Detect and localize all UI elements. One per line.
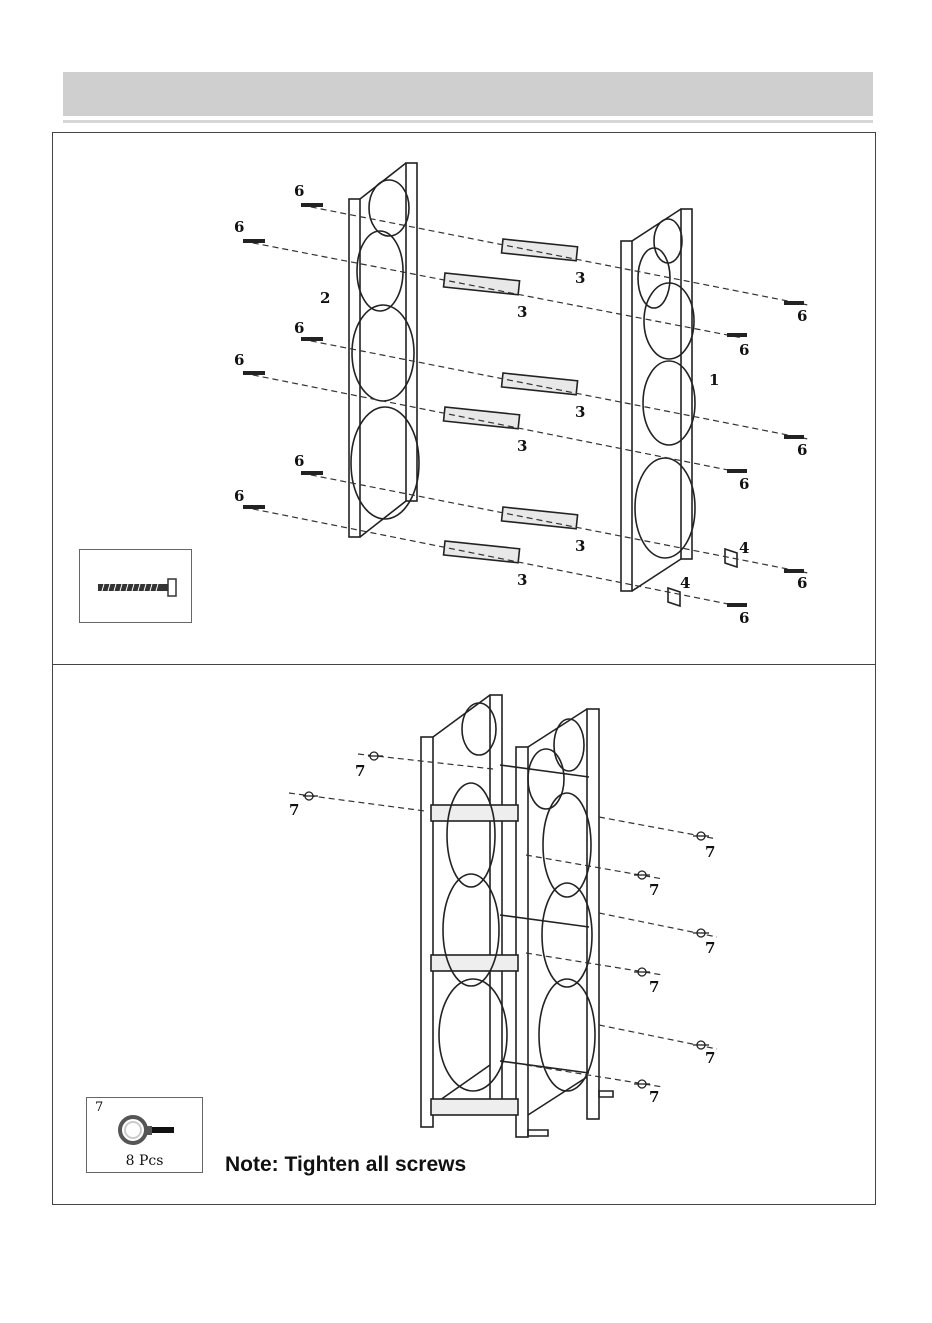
label-part-3: 3	[517, 437, 527, 455]
label-part-3: 3	[575, 537, 585, 555]
label-part-7: 7	[705, 1049, 715, 1067]
label-part-6: 6	[234, 487, 244, 505]
label-part-7: 7	[649, 1088, 659, 1106]
side-frame-right	[621, 209, 695, 591]
label-part-4: 4	[739, 539, 749, 557]
label-part-6: 6	[234, 351, 244, 369]
hardware-quantity: 8 Pcs	[87, 1153, 202, 1169]
side-frame-left	[349, 163, 419, 537]
bolts-part-6	[243, 203, 804, 607]
label-part-7: 7	[289, 801, 299, 819]
label-part-6: 6	[234, 218, 244, 236]
label-part-6: 6	[797, 574, 807, 592]
label-part-6: 6	[739, 341, 749, 359]
label-part-7: 7	[649, 881, 659, 899]
label-part-6: 6	[739, 475, 749, 493]
label-part-1: 1	[709, 371, 719, 389]
step-1-panel: 6 6 6 6 6 6 6 6 6 6 6 6 3 3 3 3 3 3 2 1 …	[52, 132, 876, 665]
label-part-6: 6	[797, 307, 807, 325]
label-part-3: 3	[517, 303, 527, 321]
label-part-7: 7	[705, 843, 715, 861]
assembly-note: Note: Tighten all screws	[225, 1153, 466, 1177]
label-part-7: 7	[355, 762, 365, 780]
label-part-7: 7	[705, 939, 715, 957]
section-header-rule	[63, 120, 873, 123]
bolt-icon	[80, 550, 191, 622]
step-2-panel: 7 7 7 7 7 7 7 7 7 8 Pcs Note: Tighten al…	[52, 664, 876, 1205]
label-part-7: 7	[649, 978, 659, 996]
label-part-6: 6	[797, 441, 807, 459]
label-part-4: 4	[680, 574, 690, 592]
assembled-rack	[421, 695, 613, 1137]
label-part-2: 2	[320, 289, 330, 307]
label-part-6: 6	[294, 182, 304, 200]
section-header-bar	[63, 72, 873, 116]
label-part-6: 6	[294, 452, 304, 470]
label-part-6: 6	[294, 319, 304, 337]
label-part-3: 3	[575, 403, 585, 421]
label-part-3: 3	[517, 571, 527, 589]
label-part-6: 6	[739, 609, 749, 627]
assembly-guide-lines	[289, 754, 717, 1087]
hardware-box-bolt	[79, 549, 192, 623]
hardware-box-eye-bolt: 7 8 Pcs	[86, 1097, 203, 1173]
assembly-guide-lines	[243, 205, 808, 607]
label-part-3: 3	[575, 269, 585, 287]
